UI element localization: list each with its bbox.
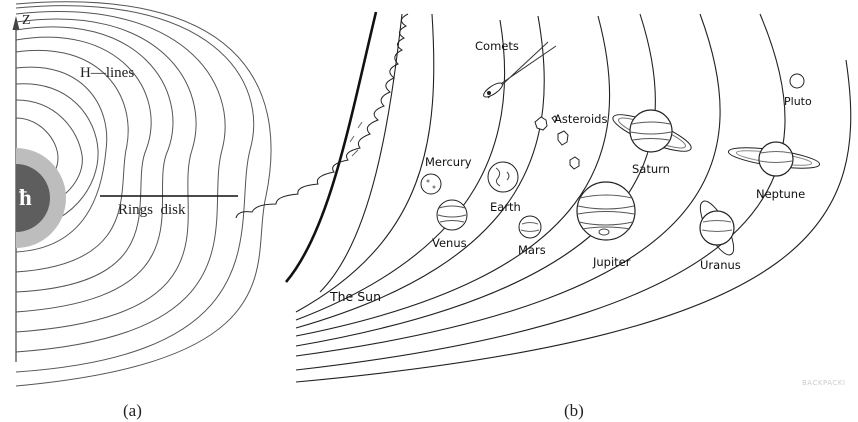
neptune-planet	[727, 141, 821, 177]
sun-label: The Sun	[329, 289, 381, 304]
asteroids	[534, 115, 580, 170]
h-lines-label: H—lines	[80, 65, 134, 81]
panel-a: Z H—lines Rings disk ħ (a)	[12, 1, 272, 420]
mars-planet	[518, 215, 542, 239]
saturn-label: Saturn	[632, 162, 670, 176]
neptune-label: Neptune	[756, 187, 805, 201]
saturn-symbol: ħ	[19, 185, 32, 210]
saturn-planet	[612, 109, 692, 153]
comet	[483, 41, 557, 99]
pluto-planet	[789, 73, 805, 89]
mars-label: Mars	[518, 243, 546, 257]
asteroids-label: Asteroids	[554, 112, 607, 126]
mercury-label: Mercury	[425, 155, 472, 169]
jupiter-label: Jupiter	[592, 255, 631, 269]
pluto-label: Pluto	[784, 95, 812, 108]
earth-label: Earth	[490, 200, 521, 214]
z-axis-label: Z	[22, 13, 31, 28]
jupiter-planet	[576, 181, 636, 241]
venus-label: Venus	[432, 236, 467, 250]
caption-a: (a)	[123, 401, 142, 420]
uranus-planet	[699, 200, 735, 256]
watermark: BACKPACKI	[802, 379, 845, 387]
venus-planet	[436, 199, 468, 231]
panel-b: Comets Asteroids Pluto Mercury Venus Ear…	[235, 11, 852, 420]
h-field-lines	[15, 1, 272, 387]
sun-texture	[349, 121, 363, 157]
sun-edge	[285, 11, 378, 283]
caption-b: (b)	[564, 401, 584, 420]
z-axis-arrow-icon	[12, 16, 20, 30]
earth-planet	[487, 161, 519, 193]
rings-disk-label: Rings disk	[118, 202, 186, 218]
comets-label: Comets	[475, 39, 519, 53]
sun-corona	[235, 13, 409, 219]
uranus-label: Uranus	[700, 258, 741, 272]
planet-body	[16, 164, 50, 232]
mercury-planet	[420, 173, 442, 195]
